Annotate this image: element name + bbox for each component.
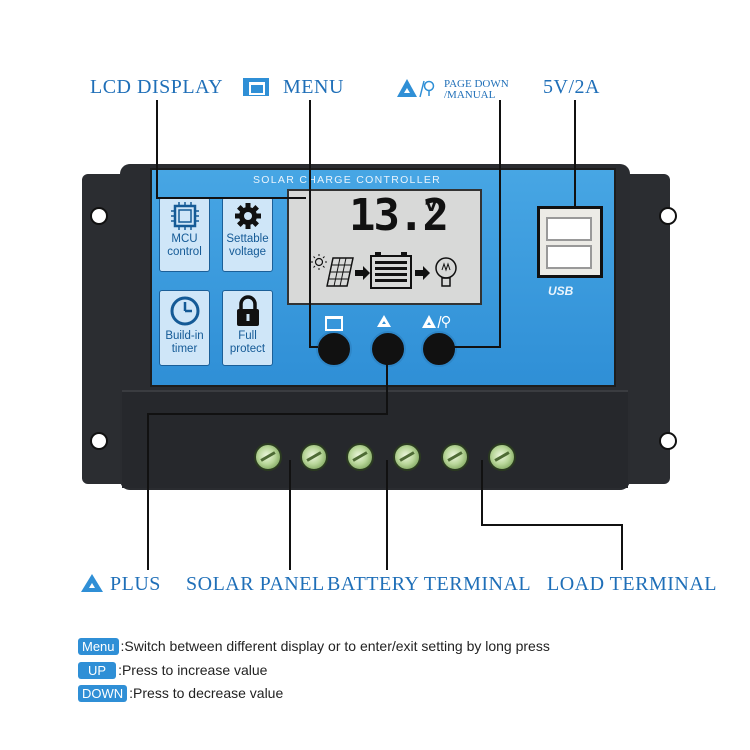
leader-line xyxy=(156,100,158,198)
leader-line xyxy=(156,197,306,199)
legend-row-up: UP:Press to increase value xyxy=(78,662,267,679)
feature-settable-voltage: Settable voltage xyxy=(222,197,273,272)
leader-line xyxy=(574,100,576,208)
leader-line xyxy=(481,460,483,526)
plus-callout: PLUS xyxy=(110,573,161,595)
leader-line xyxy=(499,100,501,348)
menu-button-icon xyxy=(325,316,343,331)
up-button-icon xyxy=(377,315,391,327)
terminal-screw[interactable] xyxy=(393,443,421,471)
leader-line xyxy=(289,460,291,570)
battery-icon xyxy=(370,252,412,289)
feature-full-protect: Full protect xyxy=(222,290,273,366)
feature-build-in-timer: Build-in timer xyxy=(159,290,210,366)
feature-label: MCU xyxy=(171,233,198,245)
solar-panel-icon xyxy=(326,257,354,287)
page-down-icon xyxy=(397,79,435,98)
menu-button[interactable] xyxy=(316,331,352,367)
leader-line xyxy=(621,524,623,570)
mounting-hole xyxy=(659,207,677,225)
feature-label: protect xyxy=(229,343,266,355)
plus-icon xyxy=(81,574,103,592)
legend-text: :Switch between different display or to … xyxy=(120,638,550,654)
bulb-icon xyxy=(435,257,457,287)
legend-text: :Press to increase value xyxy=(118,662,268,678)
down-button-icon xyxy=(422,315,451,329)
menu-icon xyxy=(243,78,269,96)
feature-label: control xyxy=(167,246,202,258)
chip-icon xyxy=(170,202,199,230)
arrow-icon xyxy=(415,266,430,280)
legend-row-down: DOWN:Press to decrease value xyxy=(78,685,283,702)
lock-icon xyxy=(236,295,259,326)
leader-line xyxy=(147,413,388,415)
menu-callout: MENU xyxy=(283,76,344,98)
feature-label: voltage xyxy=(228,246,267,258)
lcd-display-callout: LCD DISPLAY xyxy=(90,76,224,98)
clock-icon xyxy=(170,296,199,326)
sun-icon xyxy=(311,254,327,270)
load-terminal-callout: LOAD TERMINAL xyxy=(547,573,718,595)
terminal-screw[interactable] xyxy=(346,443,374,471)
down-button[interactable] xyxy=(421,331,457,367)
page-down-callout: PAGE DOWN xyxy=(444,78,509,90)
up-button[interactable] xyxy=(370,331,406,367)
leader-line xyxy=(386,460,388,570)
feature-label: Build-in xyxy=(165,330,204,342)
leader-line xyxy=(452,346,501,348)
feature-label: timer xyxy=(171,343,198,355)
manual-callout: /MANUAL xyxy=(444,89,496,101)
solar-panel-callout: SOLAR PANEL xyxy=(186,573,325,595)
leader-line xyxy=(309,100,311,348)
terminal-screw[interactable] xyxy=(441,443,469,471)
lcd-voltage-unit: V xyxy=(425,196,438,215)
feature-label: Full xyxy=(238,330,257,342)
legend-text: :Press to decrease value xyxy=(129,685,284,701)
feature-mcu-control: MCU control xyxy=(159,197,210,272)
terminal-screw[interactable] xyxy=(488,443,516,471)
arrow-icon xyxy=(355,266,370,280)
legend-row-menu: Menu:Switch between different display or… xyxy=(78,638,550,655)
menu-badge: Menu xyxy=(78,638,119,655)
mounting-hole xyxy=(90,207,108,225)
terminal-block xyxy=(122,390,628,488)
leader-line xyxy=(481,524,623,526)
terminal-screw[interactable] xyxy=(300,443,328,471)
usb-rating-callout: 5V/2A xyxy=(543,76,600,98)
leader-line xyxy=(309,346,318,348)
battery-terminal-callout: BATTERY TERMINAL xyxy=(327,573,532,595)
lcd-flow-diagram xyxy=(311,252,457,289)
down-badge: DOWN xyxy=(78,685,128,702)
leader-line xyxy=(386,362,388,414)
mounting-hole xyxy=(90,432,108,450)
usb-port[interactable] xyxy=(537,206,603,278)
mounting-hole xyxy=(659,432,677,450)
gear-icon xyxy=(234,203,261,229)
feature-label: Settable xyxy=(226,233,269,245)
right-mounting-ear xyxy=(622,174,670,484)
panel-title: SOLAR CHARGE CONTROLLER xyxy=(253,174,442,186)
terminal-screw[interactable] xyxy=(254,443,282,471)
up-badge: UP xyxy=(78,662,117,679)
usb-logo: USB xyxy=(548,284,574,298)
leader-line xyxy=(147,413,149,570)
lcd-voltage-value: 13.2 xyxy=(349,190,449,241)
